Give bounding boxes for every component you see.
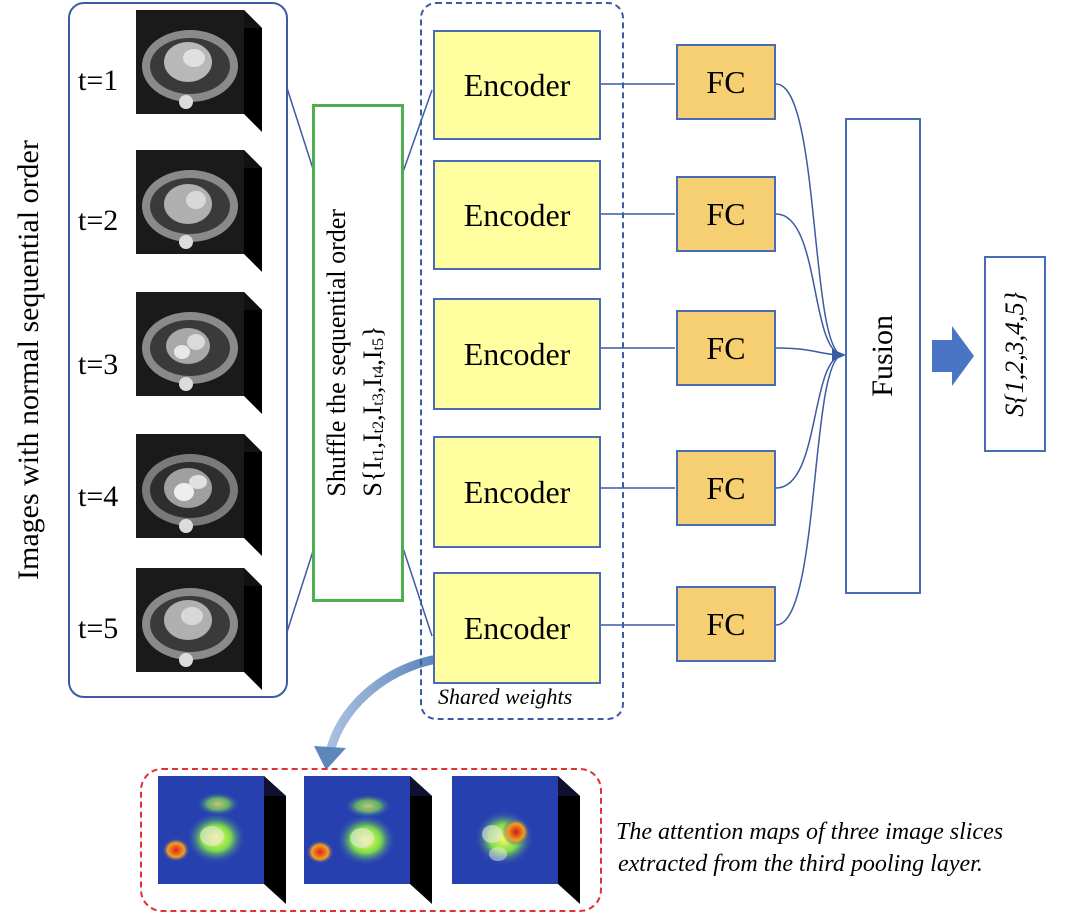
time-label-1: t=1 <box>78 64 119 97</box>
shuffle-line1: Shuffle the sequential order <box>321 209 351 497</box>
time-label-5: t=5 <box>78 612 119 645</box>
time-label-4: t=4 <box>78 480 119 513</box>
time-label-3: t=3 <box>78 348 119 381</box>
fc-fusion-curve-2 <box>775 213 843 356</box>
shared-weights-group <box>420 2 624 720</box>
attention-caption-line2: extracted from the third pooling layer. <box>618 851 983 877</box>
attention-caption-line1: The attention maps of three image slices <box>616 819 1004 845</box>
fusion-input-arrowhead <box>832 349 846 361</box>
input-image-group <box>68 2 288 698</box>
fc-fusion-curve-4 <box>775 354 843 489</box>
attention-map-image-1 <box>158 776 286 904</box>
attention-curved-arrow <box>325 655 437 757</box>
encoder-box-2: Encoder <box>433 160 601 270</box>
attention-arrowhead <box>314 746 346 770</box>
shuffle-to-encoder-bottom-line <box>402 547 433 637</box>
fc-box-1: FC <box>676 44 776 120</box>
encoder-box-4: Encoder <box>433 436 601 548</box>
fc-box-2: FC <box>676 176 776 252</box>
ct-slice-image-2 <box>136 150 262 272</box>
group-to-shuffle-line-bottom <box>286 547 315 633</box>
output-label: S{1,2,3,4,5} <box>1000 291 1029 417</box>
shared-weights-label: Shared weights <box>438 684 573 709</box>
shuffle-line2: S{It1,It2,It3,It4,It5} <box>357 325 388 497</box>
attention-maps-group <box>140 768 602 912</box>
input-group-title: Images with normal sequential order <box>12 140 45 580</box>
fc-fusion-curve-1 <box>775 83 843 356</box>
attention-map-image-3 <box>452 776 580 904</box>
encoder-box-5: Encoder <box>433 572 601 684</box>
fusion-output-arrow <box>932 326 974 386</box>
ct-slice-image-4 <box>136 434 262 556</box>
ct-slice-image-5 <box>136 568 262 690</box>
encoder-box-3: Encoder <box>433 298 601 410</box>
fc-box-4: FC <box>676 450 776 526</box>
encoder-box-1: Encoder <box>433 30 601 140</box>
shuffle-text: Shuffle the sequential order S{It1,It2,I… <box>319 209 397 497</box>
fusion-box: Fusion <box>845 118 921 594</box>
attention-caption: The attention maps of three image slices… <box>616 816 1003 880</box>
fc-fusion-curve-5 <box>775 354 843 626</box>
ct-slice-image-1 <box>136 10 262 132</box>
fc-box-3: FC <box>676 310 776 386</box>
attention-map-image-2 <box>304 776 432 904</box>
fc-box-5: FC <box>676 586 776 662</box>
ct-slice-image-3 <box>136 292 262 414</box>
shuffle-to-encoder-top-line <box>402 89 433 173</box>
fusion-label: Fusion <box>866 315 899 397</box>
shuffle-box: Shuffle the sequential order S{It1,It2,I… <box>312 104 404 602</box>
group-to-shuffle-line-top <box>286 87 315 173</box>
time-label-2: t=2 <box>78 204 119 237</box>
output-box: S{1,2,3,4,5} <box>984 256 1046 452</box>
